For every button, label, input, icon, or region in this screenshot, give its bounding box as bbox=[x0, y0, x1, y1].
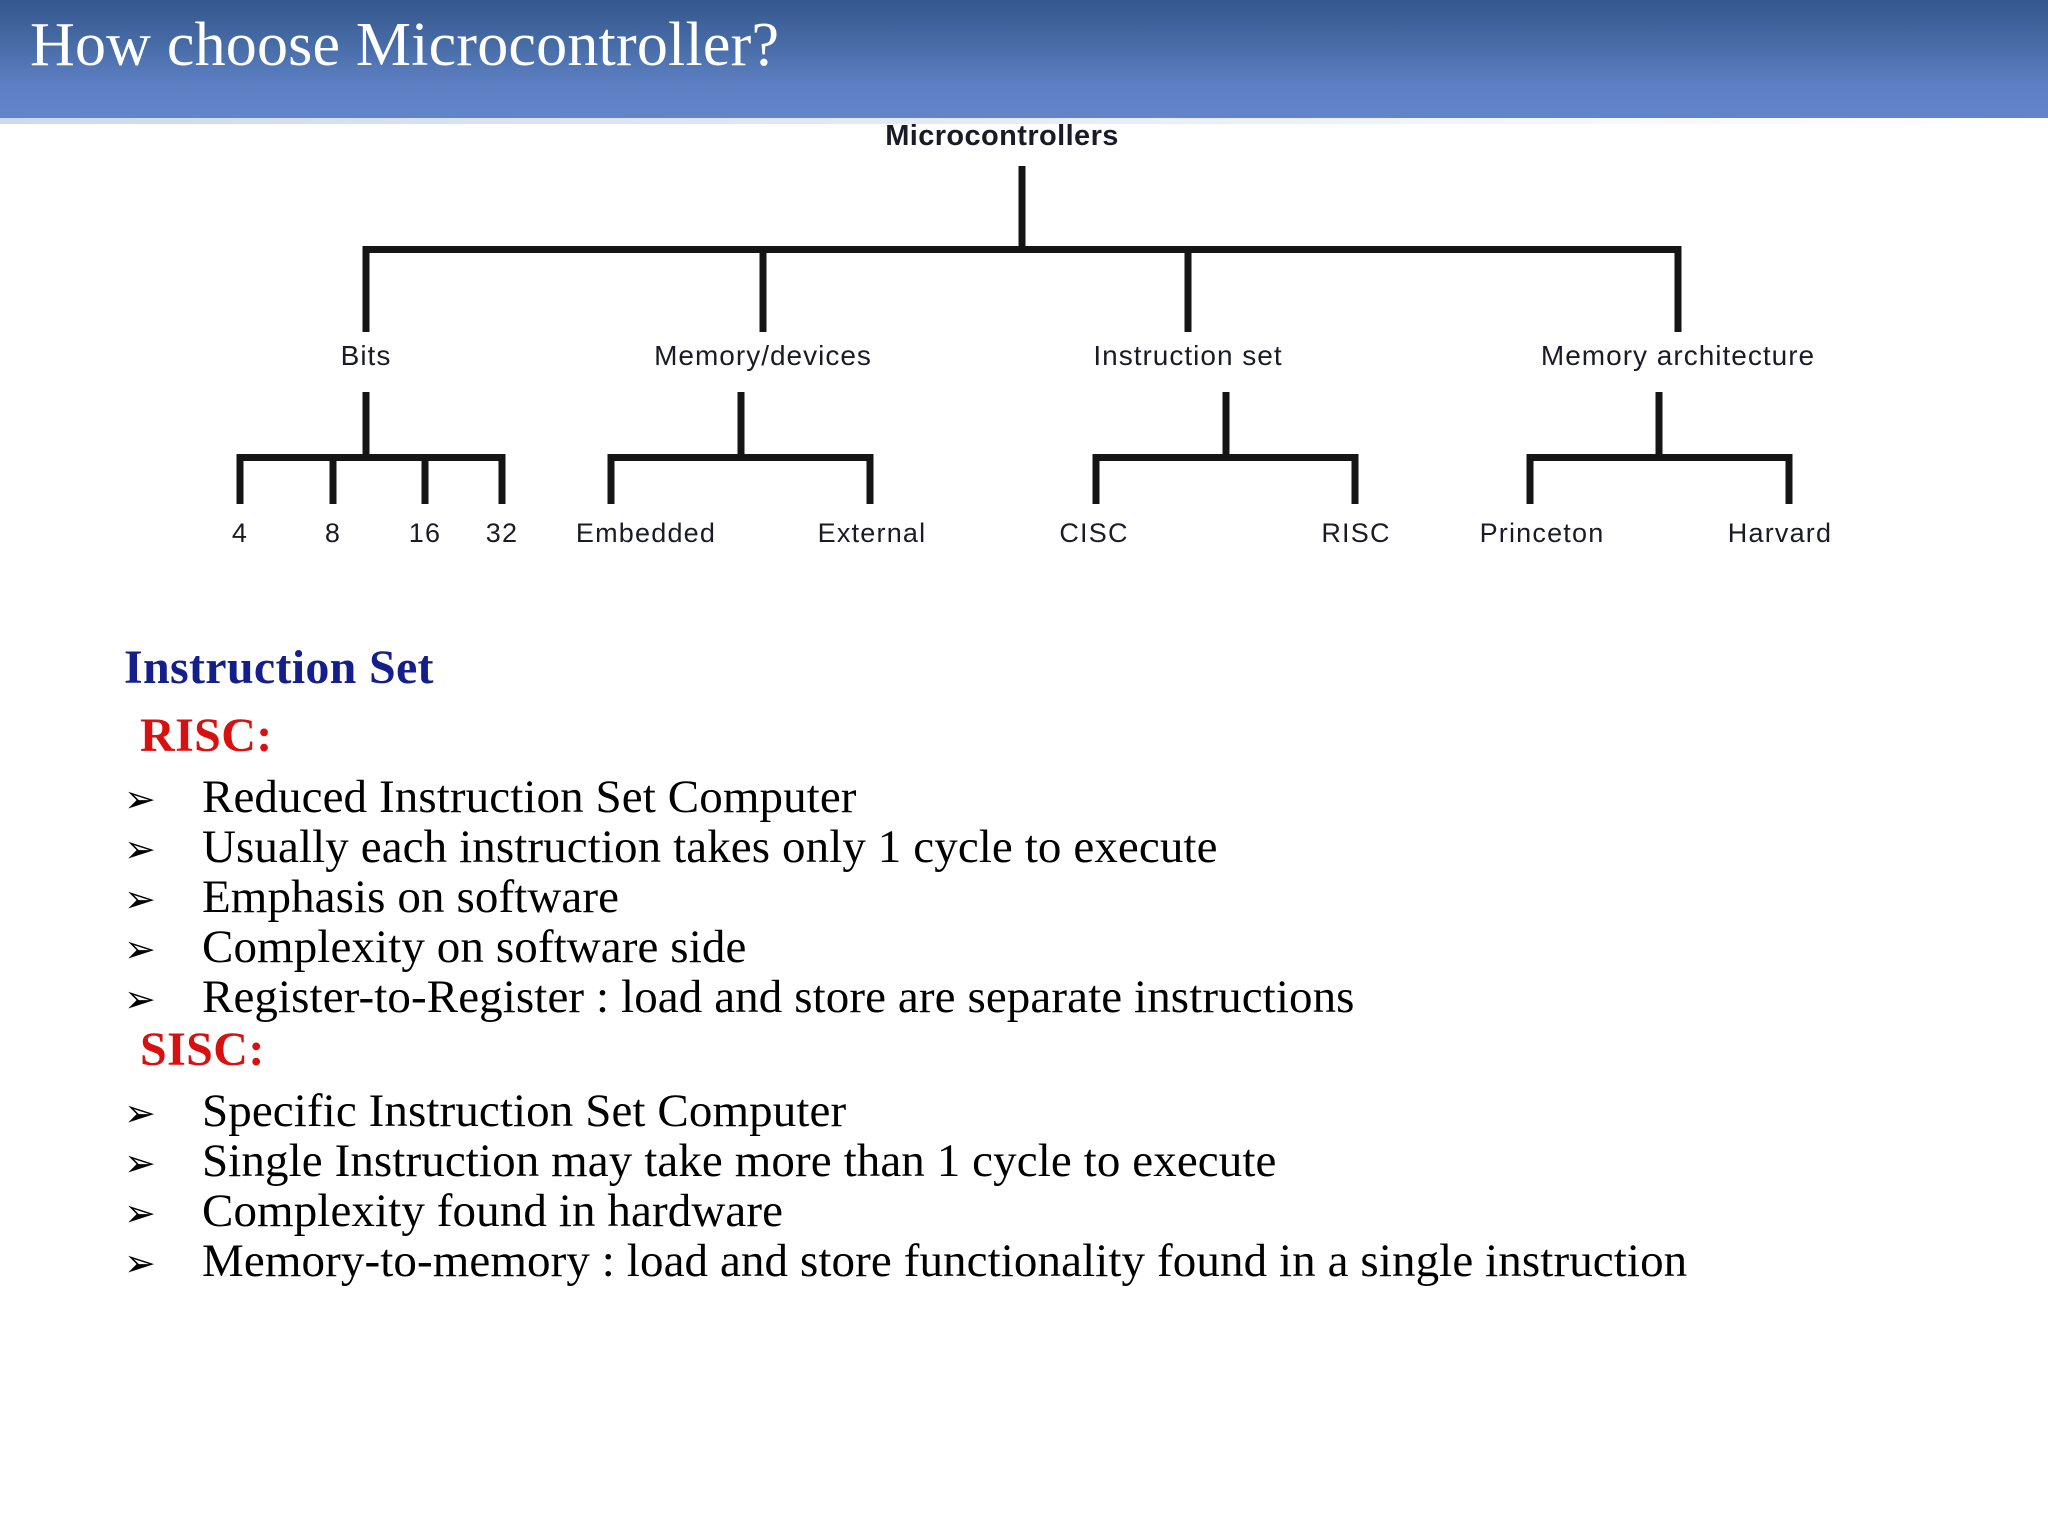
tree-leaf-cisc: CISC bbox=[1059, 518, 1129, 548]
tree-edge-memarch-stem bbox=[1655, 392, 1663, 458]
tree-bus-level1 bbox=[363, 246, 1681, 253]
tree-node-instruction-set: Instruction set bbox=[1093, 340, 1283, 371]
tree-edge-bits-stem bbox=[362, 392, 370, 458]
tree-node-bits: Bits bbox=[340, 340, 392, 371]
bullet-label: Complexity on software side bbox=[202, 921, 747, 973]
tree-edge-bits-16 bbox=[421, 454, 429, 504]
arrow-bullet-icon: ➢ bbox=[124, 827, 156, 871]
tree-edge-to-memory-devices bbox=[759, 246, 767, 332]
tree-edge-isa-stem bbox=[1222, 392, 1230, 458]
tree-leaf-external: External bbox=[817, 518, 927, 548]
tree-bus-isa bbox=[1093, 454, 1358, 461]
tree-edge-isa-cisc bbox=[1092, 454, 1100, 504]
bullet-label: Specific Instruction Set Computer bbox=[202, 1085, 847, 1137]
tree-node-root: Microcontrollers bbox=[885, 120, 1119, 152]
bullet-label: Usually each instruction takes only 1 cy… bbox=[202, 821, 1218, 873]
arrow-bullet-icon: ➢ bbox=[124, 777, 156, 821]
bullet-item-sisc-4: ➢ Memory-to-memory : load and store func… bbox=[124, 1238, 1687, 1285]
tree-leaf-harvard: Harvard bbox=[1727, 518, 1833, 548]
tree-bus-memarch bbox=[1527, 454, 1792, 461]
arrow-bullet-icon: ➢ bbox=[124, 977, 156, 1021]
tree-edge-bits-8 bbox=[329, 454, 337, 504]
arrow-bullet-icon: ➢ bbox=[124, 1141, 156, 1185]
tree-leaf-risc: RISC bbox=[1321, 518, 1391, 548]
tree-leaf-embedded: Embedded bbox=[575, 518, 717, 548]
bullet-label: Single Instruction may take more than 1 … bbox=[202, 1135, 1277, 1187]
bullet-item-risc-3: ➢ Emphasis on software bbox=[124, 874, 619, 921]
bullet-label: Emphasis on software bbox=[202, 871, 620, 923]
bullet-label: Memory-to-memory : load and store functi… bbox=[202, 1235, 1688, 1287]
page-title: How choose Microcontroller? bbox=[30, 11, 780, 79]
bullet-label: Register-to-Register : load and store ar… bbox=[202, 971, 1355, 1023]
arrow-bullet-icon: ➢ bbox=[124, 1241, 156, 1285]
microcontroller-classification-tree: Microcontrollers Bits Memory/devices Ins… bbox=[0, 120, 2048, 634]
tree-edge-memdev-external bbox=[866, 454, 874, 504]
bullet-item-risc-2: ➢ Usually each instruction takes only 1 … bbox=[124, 824, 1218, 871]
tree-bus-bits bbox=[237, 454, 505, 461]
tree-leaf-8: 8 bbox=[324, 518, 342, 548]
tree-leaf-32: 32 bbox=[485, 518, 519, 548]
bullet-item-risc-5: ➢ Register-to-Register : load and store … bbox=[124, 974, 1355, 1021]
bullet-item-sisc-2: ➢ Single Instruction may take more than … bbox=[124, 1138, 1276, 1185]
tree-edge-to-instruction-set bbox=[1184, 246, 1192, 332]
bullet-item-sisc-1: ➢ Specific Instruction Set Computer bbox=[124, 1088, 846, 1135]
slide-title-bar bbox=[0, 0, 2048, 118]
tree-leaf-princeton: Princeton bbox=[1479, 518, 1605, 548]
tree-edge-memdev-embedded bbox=[607, 454, 615, 504]
tree-leaf-4: 4 bbox=[231, 518, 249, 548]
bullet-item-risc-1: ➢ Reduced Instruction Set Computer bbox=[124, 774, 857, 821]
tree-bus-memdev bbox=[608, 454, 873, 461]
tree-node-memory-architecture: Memory architecture bbox=[1540, 340, 1816, 371]
tree-node-memory-devices: Memory/devices bbox=[654, 340, 872, 371]
bullet-label: Complexity found in hardware bbox=[202, 1185, 784, 1237]
tree-edge-to-memory-architecture bbox=[1674, 246, 1682, 332]
tree-edge-root-stem bbox=[1018, 166, 1026, 250]
arrow-bullet-icon: ➢ bbox=[124, 927, 156, 971]
tree-edge-memdev-stem bbox=[737, 392, 745, 458]
tree-edge-memarch-harvard bbox=[1785, 454, 1793, 504]
bullet-item-risc-4: ➢ Complexity on software side bbox=[124, 924, 746, 971]
tree-edge-to-bits bbox=[362, 246, 370, 332]
arrow-bullet-icon: ➢ bbox=[124, 1191, 156, 1235]
tree-edge-bits-32 bbox=[498, 454, 506, 504]
tree-leaf-16: 16 bbox=[408, 518, 442, 548]
sub-heading-sisc: SISC: bbox=[140, 1023, 265, 1076]
tree-edge-isa-risc bbox=[1351, 454, 1359, 504]
section-heading-instruction-set: Instruction Set bbox=[124, 641, 434, 694]
arrow-bullet-icon: ➢ bbox=[124, 877, 156, 921]
title-bar-underline bbox=[0, 118, 2048, 124]
arrow-bullet-icon: ➢ bbox=[124, 1091, 156, 1135]
sub-heading-risc: RISC: bbox=[140, 709, 273, 762]
tree-edge-bits-4 bbox=[236, 454, 244, 504]
tree-edge-memarch-princeton bbox=[1526, 454, 1534, 504]
bullet-label: Reduced Instruction Set Computer bbox=[202, 771, 857, 823]
bullet-item-sisc-3: ➢ Complexity found in hardware bbox=[124, 1188, 783, 1235]
